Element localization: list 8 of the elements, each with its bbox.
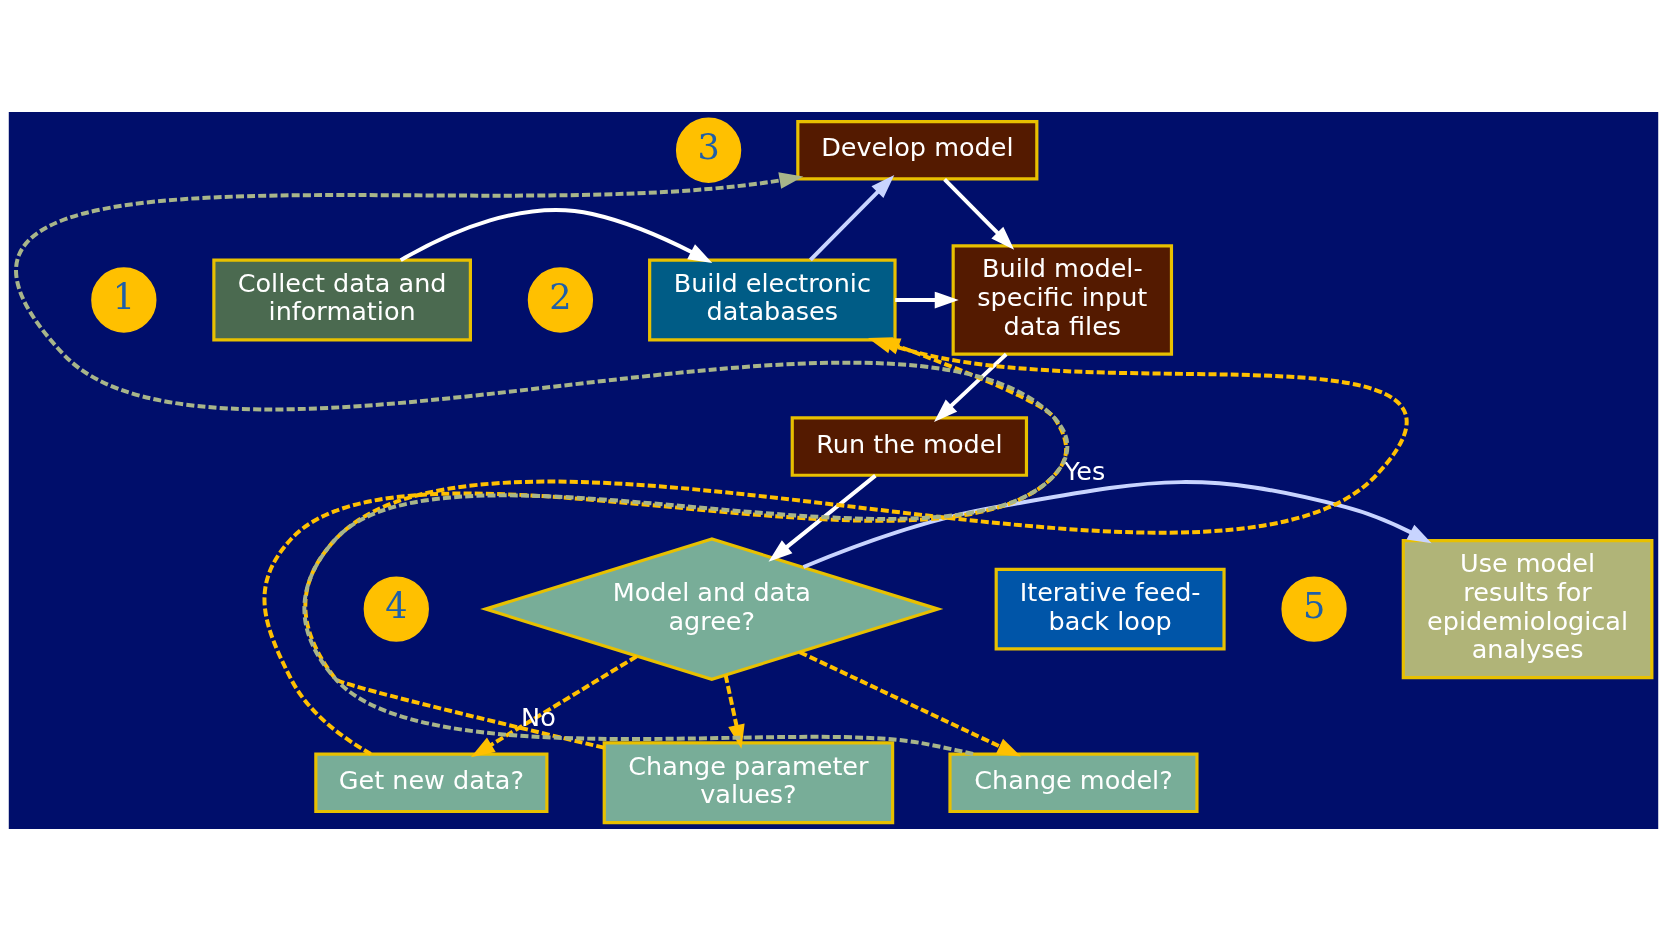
node-circle: 3: [675, 117, 742, 183]
node-box: Develop model: [796, 119, 1039, 180]
node-box: Get new data?: [314, 752, 549, 813]
edge-label: Yes: [1064, 455, 1106, 486]
node-circle: 5: [1281, 575, 1347, 642]
node-box: Change parameter values?: [602, 740, 895, 824]
node-box: Use model results for epidemiological analyses: [1401, 538, 1654, 679]
node-box: Change model?: [948, 752, 1199, 813]
